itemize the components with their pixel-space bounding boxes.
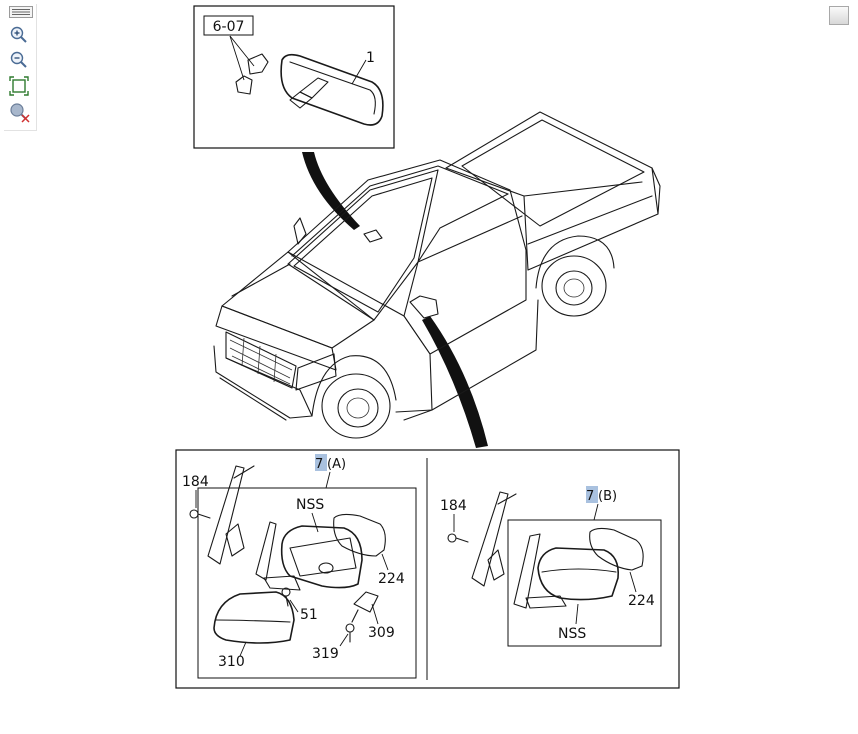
fit-to-window-icon[interactable]	[9, 76, 33, 98]
label-nss-a: NSS	[296, 497, 324, 513]
label-184-a: 184	[182, 474, 209, 490]
hotspot-7a[interactable]: 7	[315, 457, 323, 472]
panel-a-subframe	[197, 487, 417, 679]
label-309: 309	[368, 625, 395, 641]
label-184-b: 184	[440, 498, 467, 514]
mirror-detail-panel	[175, 449, 680, 689]
panel-b-side-mirror: 7 (B) 184 224 NSS	[440, 486, 662, 647]
variant-b-label: (B)	[598, 489, 617, 504]
viewer-toolbar	[4, 4, 37, 131]
ref-box	[203, 15, 254, 36]
hotspot-7b-highlight	[586, 486, 598, 503]
label-310: 310	[218, 654, 245, 670]
zoom-reset-icon[interactable]	[9, 102, 33, 124]
mirror-body	[280, 53, 384, 126]
panel-a-side-mirror: 7 (A) 184 NSS 224 51 310	[182, 454, 417, 679]
panel-b-subframe	[507, 519, 662, 647]
ref-box-label[interactable]: 6-07	[213, 19, 245, 35]
label-nss-b: NSS	[558, 626, 586, 642]
label-224-b: 224	[628, 593, 655, 609]
zoom-out-icon[interactable]	[9, 50, 33, 72]
zoom-in-icon[interactable]	[9, 25, 33, 47]
hotspot-7b[interactable]: 7	[586, 489, 594, 504]
hotspot-7a-highlight	[315, 454, 327, 471]
pickup-truck-drawing	[213, 111, 661, 439]
callout-1: 1	[366, 50, 375, 66]
menu-lines-icon[interactable]	[9, 4, 33, 26]
window-toggle-button[interactable]	[829, 6, 849, 25]
inset-rear-view-mirror: 6-07 1	[193, 5, 395, 149]
pointer-side-mirror	[422, 316, 488, 448]
label-51: 51	[300, 607, 318, 623]
pointer-inner-mirror	[302, 152, 360, 230]
label-319: 319	[312, 646, 339, 662]
variant-a-label: (A)	[327, 457, 346, 472]
label-224-a: 224	[378, 571, 405, 587]
